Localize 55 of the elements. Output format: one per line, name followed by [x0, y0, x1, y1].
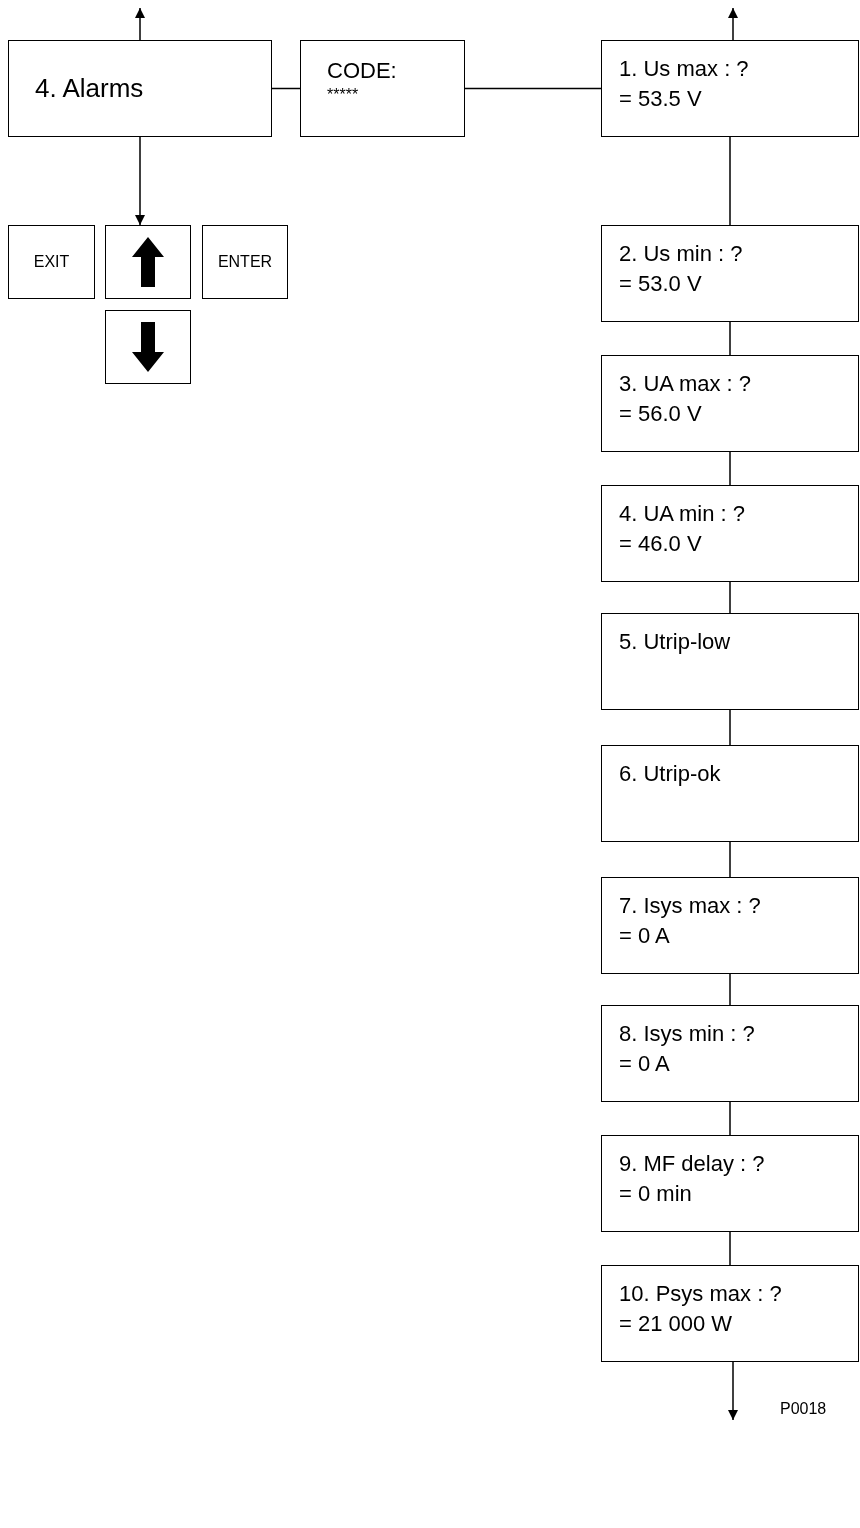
key-button: [105, 310, 191, 384]
connector-line: [729, 321, 731, 356]
menu-title: 1. Us max : ?: [619, 55, 749, 83]
menu-box: [601, 485, 859, 582]
value-text: = 21 000 W: [619, 1309, 733, 1337]
key-button: [8, 225, 95, 299]
menu-title: 4. Alarms: [35, 72, 144, 105]
menu-box: [300, 40, 465, 137]
menu-box: [601, 1005, 859, 1102]
menu-title: 4. UA min : ?: [619, 500, 745, 528]
menu-title: 2. Us min : ?: [619, 240, 743, 268]
menu-box: [601, 613, 859, 710]
value-text: = 53.5 V: [619, 84, 702, 112]
menu-box: [8, 40, 272, 137]
menu-box: [601, 40, 859, 137]
menu-title: 5. Utrip-low: [619, 628, 731, 656]
value-text: = 56.0 V: [619, 399, 702, 427]
menu-title: 3. UA max : ?: [619, 370, 752, 398]
menu-title: 8. Isys min : ?: [619, 1020, 755, 1048]
code-mask: *****: [327, 84, 359, 105]
key-button: [105, 225, 191, 299]
menu-box: [601, 225, 859, 322]
value-text: = 0 A: [619, 921, 670, 949]
menu-box: [601, 1135, 859, 1232]
connector-line: [271, 87, 301, 90]
menu-title: 10. Psys max : ?: [619, 1280, 782, 1308]
connector-line: [729, 1231, 731, 1266]
connector-line: [729, 451, 731, 486]
menu-title: 7. Isys max : ?: [619, 892, 761, 920]
connector-line: [729, 709, 731, 746]
menu-title: CODE:: [327, 57, 397, 85]
connector-line: [729, 973, 731, 1006]
arrow: [135, 7, 145, 41]
menu-box: [601, 877, 859, 974]
key-label: EXIT: [33, 252, 70, 272]
arrow: [728, 7, 738, 41]
connector-line: [729, 581, 731, 614]
connector-line: [729, 841, 731, 878]
connector-line: [729, 136, 731, 226]
menu-box: [601, 745, 859, 842]
arrow: [135, 136, 145, 226]
value-text: = 0 min: [619, 1179, 692, 1207]
value-text: = 46.0 V: [619, 529, 702, 557]
key-label: ENTER: [217, 252, 273, 272]
value-text: = 53.0 V: [619, 269, 702, 297]
menu-title: 6. Utrip-ok: [619, 760, 721, 788]
menu-box: [601, 355, 859, 452]
connector-line: [729, 1101, 731, 1136]
connector-line: [464, 87, 602, 90]
menu-title: 9. MF delay : ?: [619, 1150, 765, 1178]
arrow: [728, 1361, 738, 1421]
key-button: [202, 225, 288, 299]
menu-box: [601, 1265, 859, 1362]
figure-id: P0018: [780, 1400, 827, 1418]
value-text: = 0 A: [619, 1049, 670, 1077]
